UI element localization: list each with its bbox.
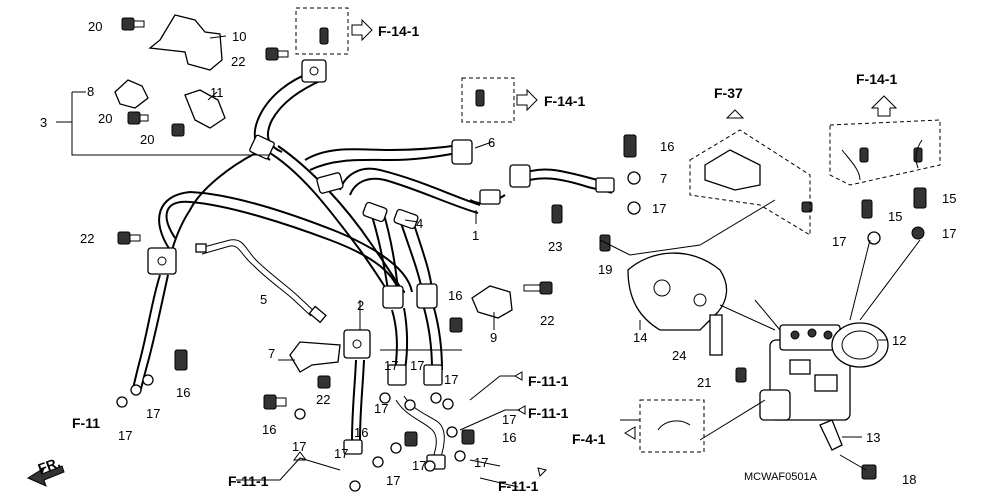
callout-23: 23 <box>548 239 562 254</box>
callout-17: 17 <box>118 428 132 443</box>
callout-17: 17 <box>942 226 956 241</box>
hose-joints <box>147 59 615 470</box>
callout-17: 17 <box>292 439 306 454</box>
reference-f11-1: F-11-1 <box>498 478 539 494</box>
reference-f11-1: F-11-1 <box>228 473 269 489</box>
callout-16: 16 <box>502 430 516 445</box>
callout-1: 1 <box>472 228 479 243</box>
reference-f11-1: F-11-1 <box>528 405 569 421</box>
callout-labels: 20 10 22 8 11 3 20 20 22 5 4 1 6 2 16 22… <box>40 19 956 488</box>
reference-f11-1: F-11-1 <box>528 373 569 389</box>
callout-22: 22 <box>540 313 554 328</box>
callout-4: 4 <box>416 216 423 231</box>
callout-17: 17 <box>384 358 398 373</box>
diagram-code: MCWAF0501A <box>744 471 818 483</box>
callout-11: 11 <box>210 85 224 100</box>
callout-17: 17 <box>386 473 400 488</box>
callout-17: 17 <box>832 234 846 249</box>
reference-f14-1: F-14-1 <box>378 23 419 39</box>
callout-17: 17 <box>502 412 516 427</box>
callout-17: 17 <box>146 406 160 421</box>
callout-18: 18 <box>902 472 916 487</box>
callout-14: 14 <box>633 330 647 345</box>
front-direction-label: FR. <box>36 454 63 477</box>
callout-24: 24 <box>672 348 686 363</box>
callout-16: 16 <box>448 288 462 303</box>
reference-labels: F-14-1 F-14-1 F-37 F-14-1 F-11 F-11-1 F-… <box>72 23 897 494</box>
reference-f4-1: F-4-1 <box>572 431 606 447</box>
callout-15: 15 <box>888 209 902 224</box>
callout-20: 20 <box>140 132 154 147</box>
callout-15: 15 <box>942 191 956 206</box>
callout-7: 7 <box>268 346 275 361</box>
callout-17: 17 <box>652 201 666 216</box>
callout-10: 10 <box>232 29 246 44</box>
callout-17: 17 <box>474 455 488 470</box>
reference-f11: F-11 <box>72 415 100 431</box>
callout-21: 21 <box>697 375 711 390</box>
leader-lines <box>56 35 921 488</box>
callout-7: 7 <box>660 171 667 186</box>
abs-modulator <box>759 322 889 421</box>
reference-f14-1: F-14-1 <box>544 93 585 109</box>
callout-19: 19 <box>598 262 612 277</box>
brake-hoses <box>131 71 613 461</box>
callout-22: 22 <box>231 54 245 69</box>
callout-2: 2 <box>357 298 364 313</box>
callout-22: 22 <box>316 392 330 407</box>
reference-f37: F-37 <box>714 85 743 101</box>
callout-16: 16 <box>262 422 276 437</box>
reference-arrows <box>26 18 898 487</box>
callout-17: 17 <box>374 401 388 416</box>
reference-boxes <box>295 7 941 453</box>
callout-17: 17 <box>410 358 424 373</box>
callout-17: 17 <box>412 458 426 473</box>
callout-3: 3 <box>40 115 47 130</box>
brake-pipe-5 <box>195 239 327 324</box>
callout-8: 8 <box>87 84 94 99</box>
callout-16: 16 <box>176 385 190 400</box>
callout-17: 17 <box>334 446 348 461</box>
callout-5: 5 <box>260 292 267 307</box>
callout-20: 20 <box>88 19 102 34</box>
callout-16: 16 <box>660 139 674 154</box>
callout-22: 22 <box>80 231 94 246</box>
callout-13: 13 <box>866 430 880 445</box>
bolts-and-washers <box>116 17 927 492</box>
callout-16: 16 <box>354 425 368 440</box>
reference-f14-1: F-14-1 <box>856 71 897 87</box>
callout-9: 9 <box>490 330 497 345</box>
callout-12: 12 <box>892 333 906 348</box>
callout-6: 6 <box>488 135 495 150</box>
brackets <box>114 14 843 451</box>
callout-17: 17 <box>444 372 458 387</box>
callout-20: 20 <box>98 111 112 126</box>
